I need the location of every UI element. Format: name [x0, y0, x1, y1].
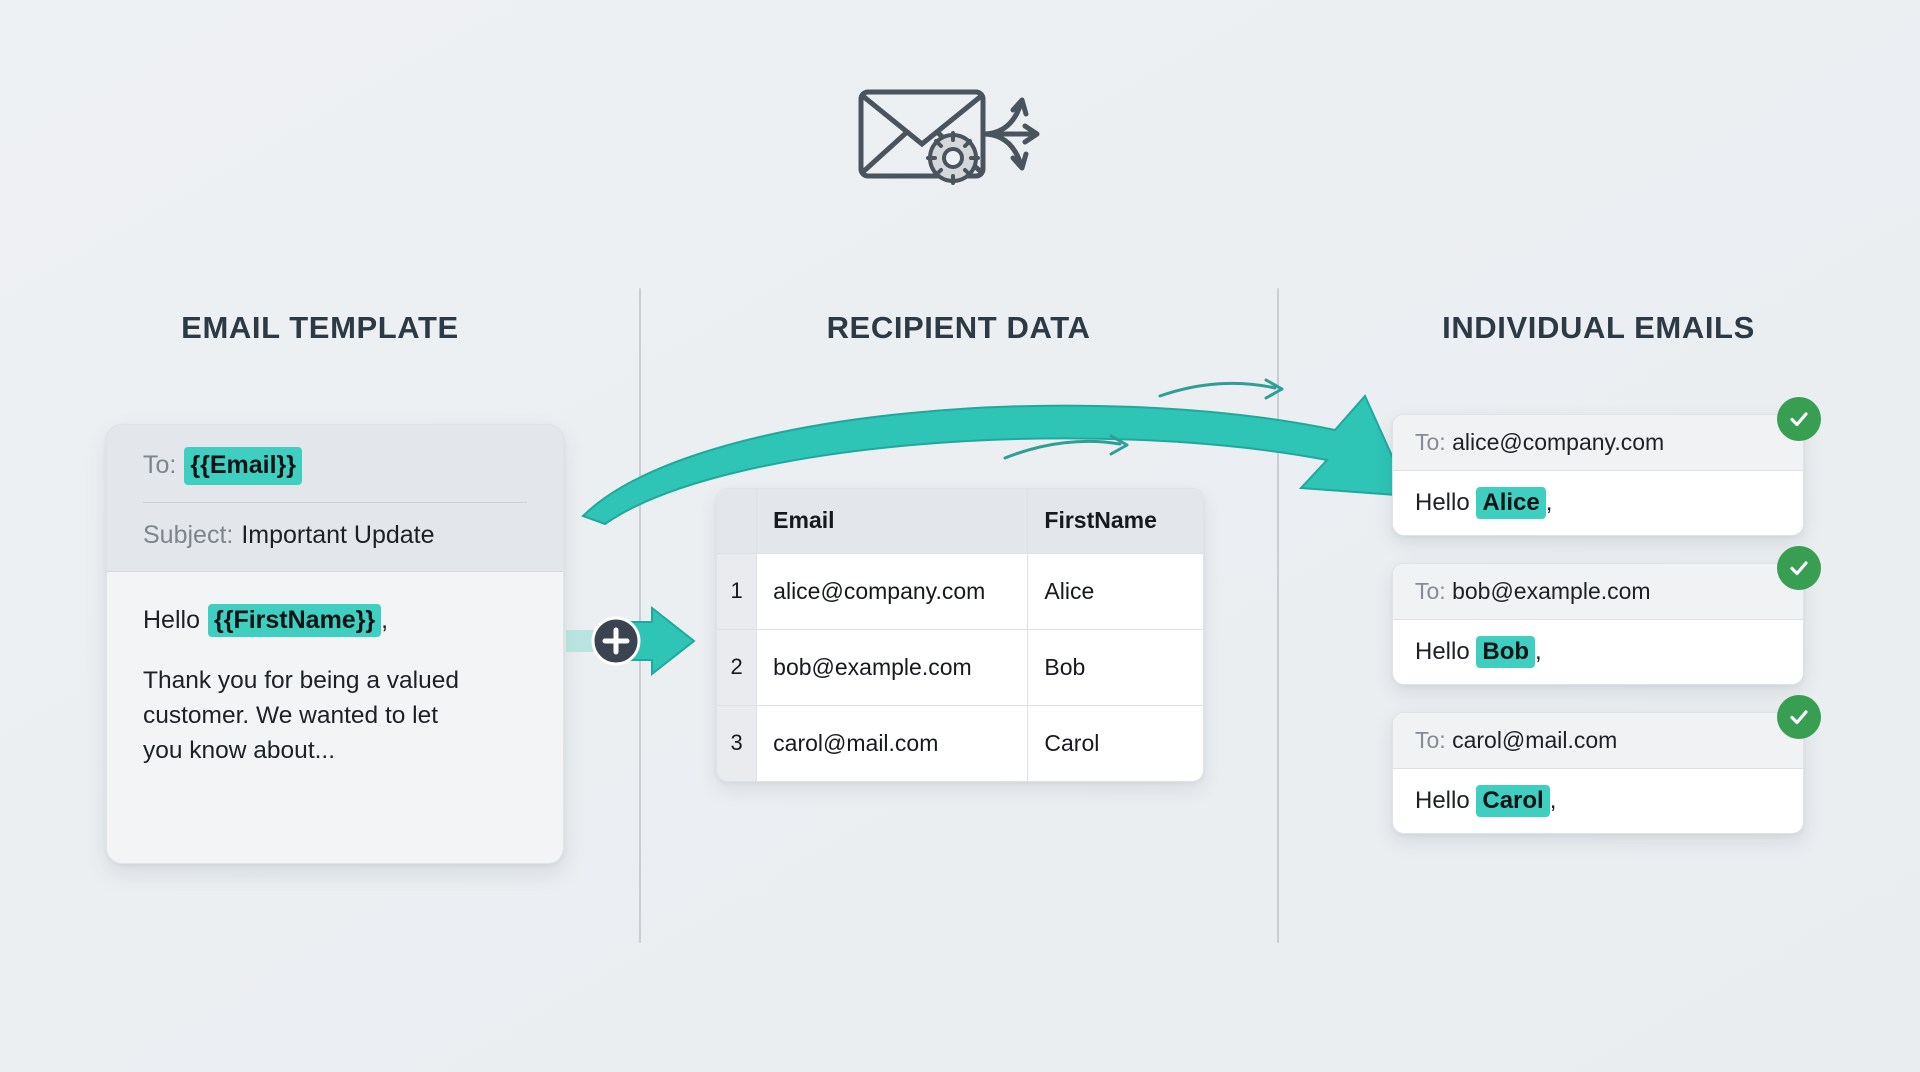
- email-greeting-comma: ,: [1535, 638, 1542, 665]
- email-name-token: Carol: [1476, 785, 1550, 817]
- email-to-value: bob@example.com: [1452, 578, 1651, 604]
- email-greeting-word: Hello: [1415, 489, 1477, 516]
- heading-email-template: EMAIL TEMPLATE: [181, 310, 459, 345]
- table-row[interactable]: 2 bob@example.com Bob: [717, 629, 1203, 706]
- template-subject-row: Subject: Important Update: [143, 519, 527, 553]
- email-greeting-row: Hello Alice,: [1393, 471, 1803, 535]
- envelope-gear-distribute-icon: [855, 78, 1065, 188]
- email-greeting-word: Hello: [1415, 787, 1477, 814]
- template-subject-value: Important Update: [241, 520, 435, 549]
- template-firstname-token: {{FirstName}}: [207, 603, 382, 637]
- sent-check-icon: [1777, 546, 1821, 590]
- column-divider-left: [639, 288, 641, 943]
- heading-recipient-data: RECIPIENT DATA: [826, 310, 1091, 345]
- cell-email[interactable]: bob@example.com: [756, 629, 1029, 706]
- email-to-value: carol@mail.com: [1452, 727, 1618, 753]
- email-greeting-row: Hello Bob,: [1393, 620, 1803, 684]
- template-body: Hello {{FirstName}} , Thank you for bein…: [107, 572, 563, 768]
- email-card[interactable]: To: alice@company.com Hello Alice,: [1392, 397, 1821, 536]
- email-to-label: To:: [1415, 578, 1446, 604]
- table-header-row: Email FirstName: [717, 489, 1203, 554]
- column-header-row-number: [717, 489, 758, 554]
- column-header-email: Email: [756, 489, 1029, 554]
- table-row[interactable]: 3 carol@mail.com Carol: [717, 705, 1203, 781]
- cell-email[interactable]: alice@company.com: [756, 553, 1029, 630]
- email-to-label: To:: [1415, 429, 1446, 455]
- template-greeting-word: Hello: [143, 605, 200, 634]
- table-row[interactable]: 1 alice@company.com Alice: [717, 553, 1203, 630]
- email-to-value: alice@company.com: [1452, 429, 1665, 455]
- template-to-label: To:: [143, 451, 177, 479]
- email-greeting-comma: ,: [1549, 787, 1557, 814]
- template-greeting-line: Hello {{FirstName}} ,: [143, 603, 527, 637]
- template-greeting-comma: ,: [381, 605, 389, 634]
- template-paragraph: Thank you for being a valued customer. W…: [143, 666, 459, 764]
- email-name-token: Alice: [1476, 487, 1546, 519]
- individual-emails-list: To: alice@company.com Hello Alice, To: b…: [1392, 397, 1821, 861]
- row-number: 2: [717, 629, 758, 706]
- cell-firstname[interactable]: Alice: [1027, 553, 1203, 630]
- template-email-token: {{Email}}: [184, 447, 302, 485]
- recipient-data-table[interactable]: Email FirstName 1 alice@company.com Alic…: [716, 488, 1204, 782]
- email-to-row: To: bob@example.com: [1393, 564, 1803, 620]
- email-to-label: To:: [1415, 727, 1446, 753]
- email-to-row: To: alice@company.com: [1393, 415, 1803, 471]
- cell-firstname[interactable]: Bob: [1027, 629, 1203, 706]
- column-header-firstname: FirstName: [1027, 489, 1203, 554]
- template-header: To: {{Email}} Subject: Important Update: [107, 425, 563, 572]
- email-to-row: To: carol@mail.com: [1393, 713, 1803, 769]
- email-greeting-word: Hello: [1415, 638, 1477, 665]
- template-subject-label: Subject:: [143, 520, 234, 549]
- email-template-card[interactable]: To: {{Email}} Subject: Important Update …: [106, 424, 564, 864]
- sent-check-icon: [1777, 695, 1821, 739]
- email-card[interactable]: To: bob@example.com Hello Bob,: [1392, 546, 1821, 685]
- cell-firstname[interactable]: Carol: [1027, 705, 1203, 781]
- email-name-token: Bob: [1476, 636, 1536, 668]
- row-number: 3: [717, 705, 758, 781]
- row-number: 1: [717, 553, 758, 630]
- template-to-row: To: {{Email}}: [143, 447, 527, 485]
- heading-individual-emails: INDIVIDUAL EMAILS: [1442, 310, 1755, 345]
- template-divider: [143, 501, 527, 503]
- email-greeting-row: Hello Carol,: [1393, 769, 1803, 833]
- merge-connector[interactable]: [566, 592, 726, 692]
- email-card[interactable]: To: carol@mail.com Hello Carol,: [1392, 695, 1821, 834]
- email-greeting-comma: ,: [1545, 489, 1553, 516]
- sent-check-icon: [1777, 397, 1821, 441]
- column-divider-right: [1277, 288, 1279, 943]
- cell-email[interactable]: carol@mail.com: [756, 705, 1029, 781]
